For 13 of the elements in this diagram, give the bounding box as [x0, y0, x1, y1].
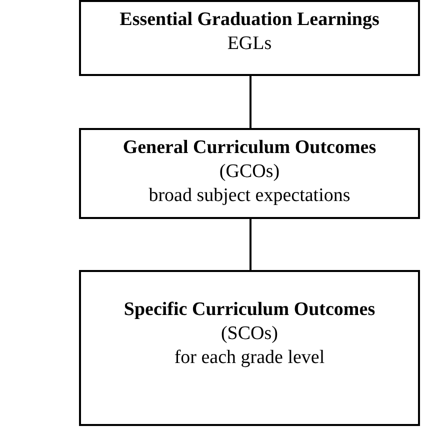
box-text: broad subject expectations — [148, 184, 350, 208]
box-heading: General Curriculum Outcomes — [122, 136, 376, 160]
outcome-box — [79, 128, 420, 219]
connector-line — [250, 219, 252, 270]
box-heading: Specific Curriculum Outcomes — [124, 298, 376, 322]
outcome-box — [79, 0, 420, 76]
box-text: EGLs — [227, 32, 272, 56]
box-text: (GCOs) — [219, 160, 280, 184]
connector-line — [250, 76, 252, 128]
outcome-box — [79, 270, 420, 426]
box-text: for each grade level — [174, 346, 325, 370]
box-text: (SCOs) — [220, 322, 278, 346]
box-heading: Essential Graduation Learnings — [120, 8, 380, 32]
